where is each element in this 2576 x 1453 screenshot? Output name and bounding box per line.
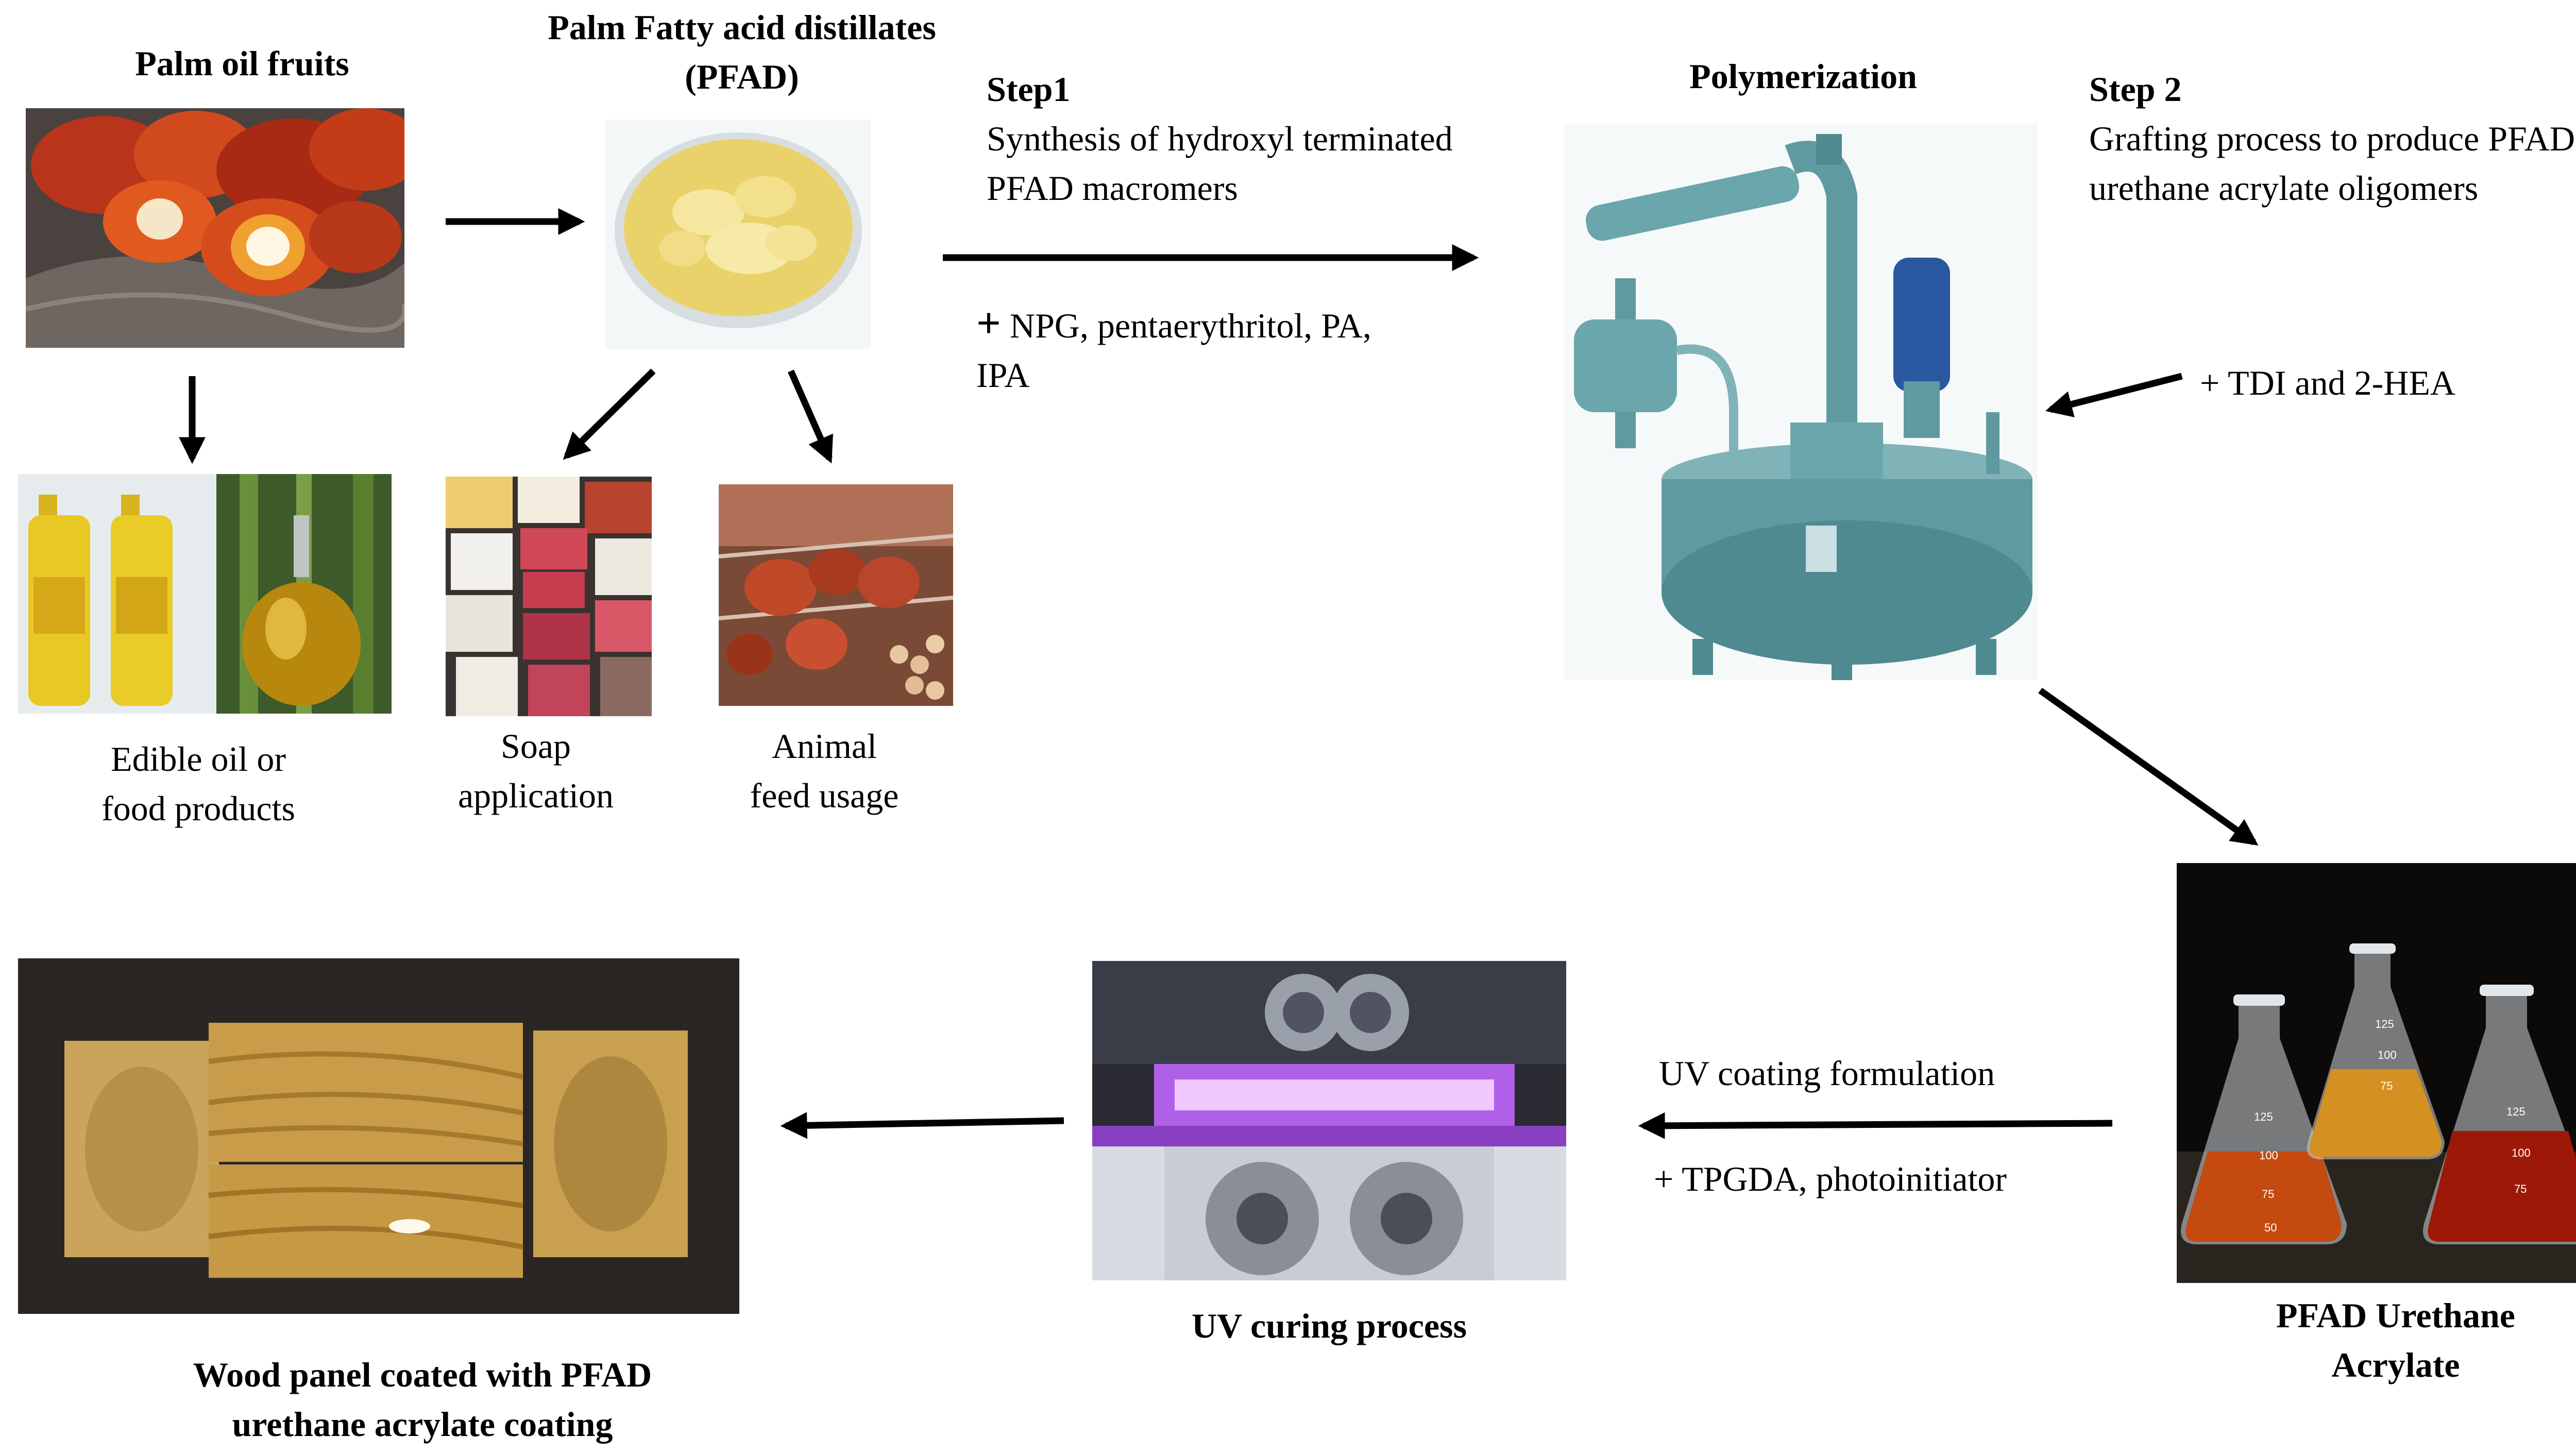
soap-label-line2: application bbox=[457, 776, 614, 815]
pfad-image bbox=[605, 120, 871, 349]
step1-reagents-line2: IPA bbox=[976, 356, 1030, 395]
soap-label: Soap application bbox=[433, 721, 639, 820]
step1-reagents-line1: NPG, pentaerythritol, PA, bbox=[1001, 306, 1371, 345]
step2-line2: urethane acrylate oligomers bbox=[2089, 168, 2479, 208]
palm-oil-fruits-image bbox=[26, 108, 404, 348]
step2-block: Step 2 Grafting process to produce PFAD … bbox=[2089, 64, 2575, 213]
palm-oil-fruits-label: Palm oil fruits bbox=[135, 44, 349, 83]
flask-mark-125-left: 125 bbox=[2254, 1110, 2273, 1123]
flask-mark-100-middle: 100 bbox=[2378, 1049, 2397, 1061]
flask-mark-75-left: 75 bbox=[2262, 1188, 2274, 1201]
flask-mark-75-right: 75 bbox=[2514, 1182, 2527, 1195]
step1-reagents-plus: + bbox=[976, 299, 1001, 347]
wood-panel-line1: Wood panel coated with PFAD bbox=[193, 1355, 652, 1394]
step1-reagents: + NPG, pentaerythritol, PA, IPA bbox=[976, 299, 1371, 400]
step2-reagents: + TDI and 2-HEA bbox=[2200, 363, 2455, 402]
wood-panel-label: Wood panel coated with PFAD urethane acr… bbox=[62, 1350, 783, 1449]
arrow-uv-to-wood bbox=[780, 1112, 1064, 1139]
step1-line1: Synthesis of hydroxyl terminated bbox=[987, 119, 1453, 158]
uv-coating-formulation-label: UV coating formulation bbox=[1659, 1054, 1995, 1093]
uv-curing-image bbox=[1092, 961, 1566, 1280]
flask-mark-100-right: 100 bbox=[2512, 1146, 2531, 1159]
flask-mark-50-left: 50 bbox=[2264, 1221, 2277, 1234]
pfad-label-line1: Palm Fatty acid distillates bbox=[548, 8, 936, 47]
edible-oil-label-line2: food products bbox=[101, 789, 295, 828]
pfad-urethane-acrylate-image: 125 100 75 50 125 100 75 125 100 75 bbox=[2177, 863, 2576, 1283]
uv-reagents-label: + TPGDA, photoinitiator bbox=[1654, 1159, 2007, 1198]
pfad-urethane-acrylate-line2: Acrylate bbox=[2331, 1345, 2460, 1384]
arrow-pfad-to-soap bbox=[563, 368, 656, 460]
flask-mark-100-left: 100 bbox=[2259, 1149, 2278, 1162]
soap-label-line1: Soap bbox=[501, 727, 571, 766]
edible-oil-label-line1: Edible oil or bbox=[111, 739, 286, 779]
arrow-pfad-to-animal-feed bbox=[788, 369, 833, 464]
pfad-urethane-acrylate-label: PFAD Urethane Acrylate bbox=[2138, 1291, 2576, 1390]
edible-oil-image bbox=[18, 474, 392, 714]
pfad-label: Palm Fatty acid distillates (PFAD) bbox=[469, 3, 1015, 102]
edible-oil-label: Edible oil or food products bbox=[18, 734, 379, 833]
step2-title: Step 2 bbox=[2089, 70, 2182, 109]
animal-feed-label-line1: Animal bbox=[772, 727, 877, 766]
arrow-resin-to-uv bbox=[1638, 1112, 2113, 1139]
animal-feed-image bbox=[719, 484, 953, 706]
wood-panel-image bbox=[18, 958, 739, 1314]
animal-feed-label: Animal feed usage bbox=[721, 721, 927, 820]
animal-feed-label-line2: feed usage bbox=[750, 776, 899, 815]
pfad-urethane-acrylate-line1: PFAD Urethane bbox=[2276, 1296, 2515, 1335]
step1-line2: PFAD macromers bbox=[987, 168, 1238, 208]
arrow-reactor-to-resin bbox=[2038, 687, 2259, 846]
arrow-step2-reagents bbox=[2045, 373, 2183, 417]
polymerization-label: Polymerization bbox=[1689, 57, 1917, 96]
step1-title: Step1 bbox=[987, 70, 1071, 109]
soap-image bbox=[446, 477, 652, 716]
step2-line1: Grafting process to produce PFAD bbox=[2089, 119, 2575, 158]
step1-block: Step1 Synthesis of hydroxyl terminated P… bbox=[987, 64, 1453, 213]
flask-mark-75-middle: 75 bbox=[2380, 1079, 2393, 1092]
flask-mark-125-middle: 125 bbox=[2375, 1018, 2394, 1030]
wood-panel-line2: urethane acrylate coating bbox=[232, 1405, 613, 1444]
pfad-label-line2: (PFAD) bbox=[685, 57, 799, 96]
flask-mark-125-right: 125 bbox=[2506, 1105, 2526, 1118]
uv-curing-label: UV curing process bbox=[1192, 1306, 1467, 1345]
reactor-image bbox=[1564, 124, 2038, 680]
